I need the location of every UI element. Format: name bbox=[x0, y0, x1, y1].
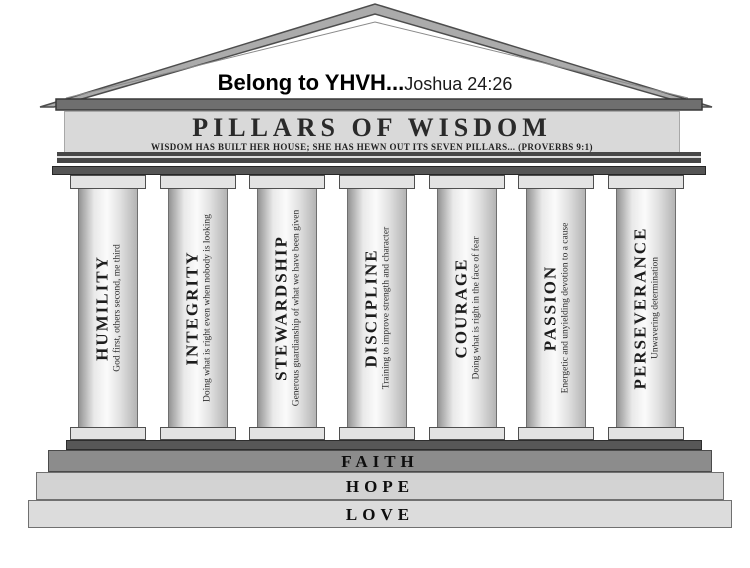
pillar-capital bbox=[249, 175, 326, 189]
pillar-description: Unwavering determination bbox=[650, 256, 661, 360]
architrave-upper-band bbox=[57, 152, 701, 163]
pillar-name: DISCIPLINE bbox=[361, 248, 381, 368]
pillar-plinth bbox=[338, 427, 415, 440]
pillar-shaft: DISCIPLINE Training to improve strength … bbox=[346, 189, 407, 427]
pillar-capital bbox=[607, 175, 684, 189]
pillar-shaft: PASSION Energetic and unyielding devotio… bbox=[526, 189, 587, 427]
pillar-plinth bbox=[159, 427, 236, 440]
pillar-capital bbox=[338, 175, 415, 189]
entablature-subtitle: WISDOM HAS BUILT HER HOUSE; SHE HAS HEWN… bbox=[151, 142, 593, 152]
foundation-step-faith: FAITH bbox=[48, 450, 712, 472]
pediment-roof bbox=[39, 3, 713, 111]
pillar-plinth bbox=[518, 427, 595, 440]
pediment-reference-text: Joshua 24:26 bbox=[404, 74, 513, 94]
pillar-perseverance: PERSEVERANCE Unwavering determination bbox=[607, 175, 684, 440]
pillar-name: COURAGE bbox=[451, 257, 471, 359]
pillar-text: COURAGE Doing what is right in the face … bbox=[451, 191, 482, 425]
pillar-name: STEWARDSHIP bbox=[271, 235, 291, 381]
pillar-name: PASSION bbox=[540, 264, 560, 352]
pillar-text: STEWARDSHIP Generous guardianship of wha… bbox=[272, 191, 303, 425]
pillar-name: HUMILITY bbox=[92, 255, 112, 361]
architrave-lower-band bbox=[52, 166, 706, 175]
pillar-description: Doing what is right in the face of fear bbox=[471, 236, 482, 380]
foundation-step-love: LOVE bbox=[28, 500, 732, 528]
step-love-label: LOVE bbox=[345, 505, 415, 524]
pillar-name: PERSEVERANCE bbox=[630, 226, 650, 390]
step-faith-label: FAITH bbox=[341, 452, 419, 471]
entablature-title: PILLARS OF WISDOM bbox=[192, 113, 552, 142]
stylobate-strip bbox=[66, 440, 702, 450]
foundation-step-hope: HOPE bbox=[36, 472, 724, 500]
pillar-plinth bbox=[607, 427, 684, 440]
pillar-passion: PASSION Energetic and unyielding devotio… bbox=[518, 175, 595, 440]
cornice-bar bbox=[55, 98, 703, 111]
pillar-discipline: DISCIPLINE Training to improve strength … bbox=[338, 175, 415, 440]
pillar-plinth bbox=[249, 427, 326, 440]
pillar-name: INTEGRITY bbox=[182, 250, 202, 366]
pillar-plinth bbox=[70, 427, 146, 440]
step-hope-label: HOPE bbox=[345, 477, 415, 496]
pillar-plinth bbox=[428, 427, 505, 440]
pillar-shaft: STEWARDSHIP Generous guardianship of wha… bbox=[257, 189, 318, 427]
pillar-capital bbox=[159, 175, 236, 189]
pillar-shaft: COURAGE Doing what is right in the face … bbox=[436, 189, 497, 427]
pillar-description: Energetic and unyielding devotion to a c… bbox=[560, 222, 571, 394]
pillar-text: HUMILITY God first, others second, me th… bbox=[93, 191, 124, 425]
pillar-description: God first, others second, me third bbox=[112, 244, 123, 372]
pediment-heading: Belong to YHVH...Joshua 24:26 bbox=[0, 70, 740, 96]
pillar-capital bbox=[518, 175, 595, 189]
pillar-humility: HUMILITY God first, others second, me th… bbox=[70, 175, 146, 440]
colonnade: HUMILITY God first, others second, me th… bbox=[70, 175, 684, 440]
pillar-integrity: INTEGRITY Doing what is right even when … bbox=[159, 175, 236, 440]
roof-inner-outline bbox=[65, 21, 689, 99]
pillar-shaft: HUMILITY God first, others second, me th… bbox=[78, 189, 138, 427]
pillar-description: Doing what is right even when nobody is … bbox=[202, 214, 213, 402]
pillar-capital bbox=[428, 175, 505, 189]
pillar-text: PASSION Energetic and unyielding devotio… bbox=[541, 191, 572, 425]
pillar-shaft: PERSEVERANCE Unwavering determination bbox=[615, 189, 676, 427]
pediment-title-text: Belong to YHVH... bbox=[217, 70, 405, 95]
pillar-text: DISCIPLINE Training to improve strength … bbox=[361, 191, 392, 425]
entablature: PILLARS OF WISDOM WISDOM HAS BUILT HER H… bbox=[64, 111, 680, 153]
pillar-text: PERSEVERANCE Unwavering determination bbox=[630, 191, 661, 425]
pillar-shaft: INTEGRITY Doing what is right even when … bbox=[167, 189, 228, 427]
pillar-capital bbox=[70, 175, 146, 189]
pillar-text: INTEGRITY Doing what is right even when … bbox=[182, 191, 213, 425]
pillar-stewardship: STEWARDSHIP Generous guardianship of wha… bbox=[249, 175, 326, 440]
pillar-description: Generous guardianship of what we have be… bbox=[291, 209, 302, 407]
pillar-courage: COURAGE Doing what is right in the face … bbox=[428, 175, 505, 440]
pillar-description: Training to improve strength and charact… bbox=[381, 226, 392, 390]
